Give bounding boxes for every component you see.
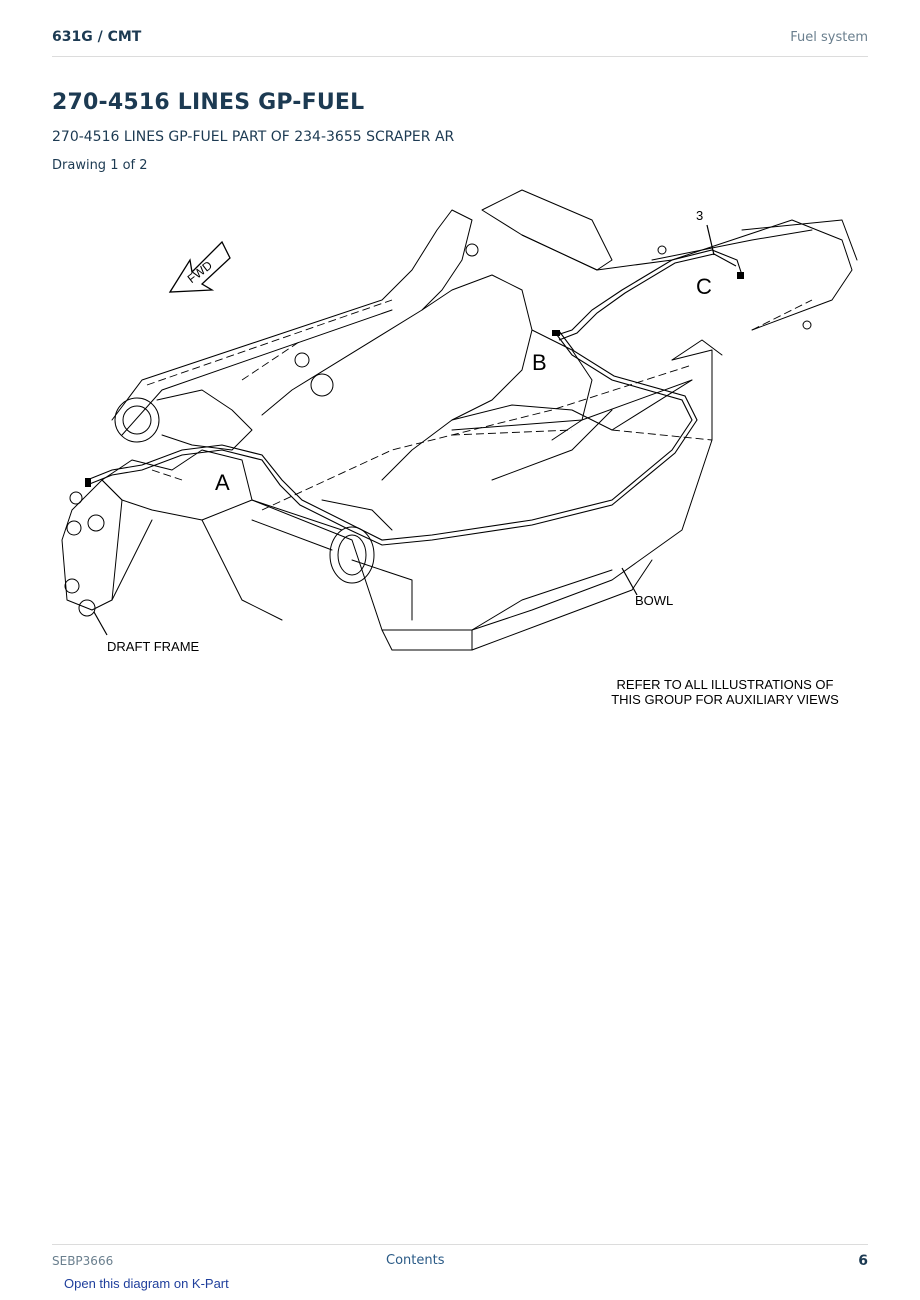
view-b-label: B [532,350,547,375]
parts-illustration: FWD 3 C B A BOWL DRAFT FRAME REFER TO AL… [61,189,858,707]
page-number: 6 [858,1253,868,1269]
drawing-number: Drawing 1 of 2 [52,158,148,173]
document-id: SEBP3666 [52,1254,114,1268]
section-label: Fuel system [790,30,868,45]
kpart-link[interactable]: Open this diagram on K-Part [64,1276,229,1291]
note-line-1: REFER TO ALL ILLUSTRATIONS OF [617,677,834,692]
draft-frame-label: DRAFT FRAME [107,639,200,654]
view-c-label: C [696,274,712,299]
note-line-2: THIS GROUP FOR AUXILIARY VIEWS [611,692,839,707]
view-a-label: A [215,470,230,495]
page-subtitle: 270-4516 LINES GP-FUEL PART OF 234-3655 … [52,129,455,145]
page-header: 631G / CMT Fuel system [52,28,868,57]
fwd-arrow-icon: FWD [168,240,231,293]
contents-link[interactable]: Contents [386,1253,445,1268]
callout-3: 3 [696,208,703,223]
parts-diagram: FWD 3 C B A BOWL DRAFT FRAME REFER TO AL… [52,180,872,720]
bowl-label: BOWL [635,593,673,608]
page-title: 270-4516 LINES GP-FUEL [52,90,365,115]
model-label: 631G / CMT [52,29,142,45]
page-footer: SEBP3666 Contents 6 [52,1244,868,1275]
